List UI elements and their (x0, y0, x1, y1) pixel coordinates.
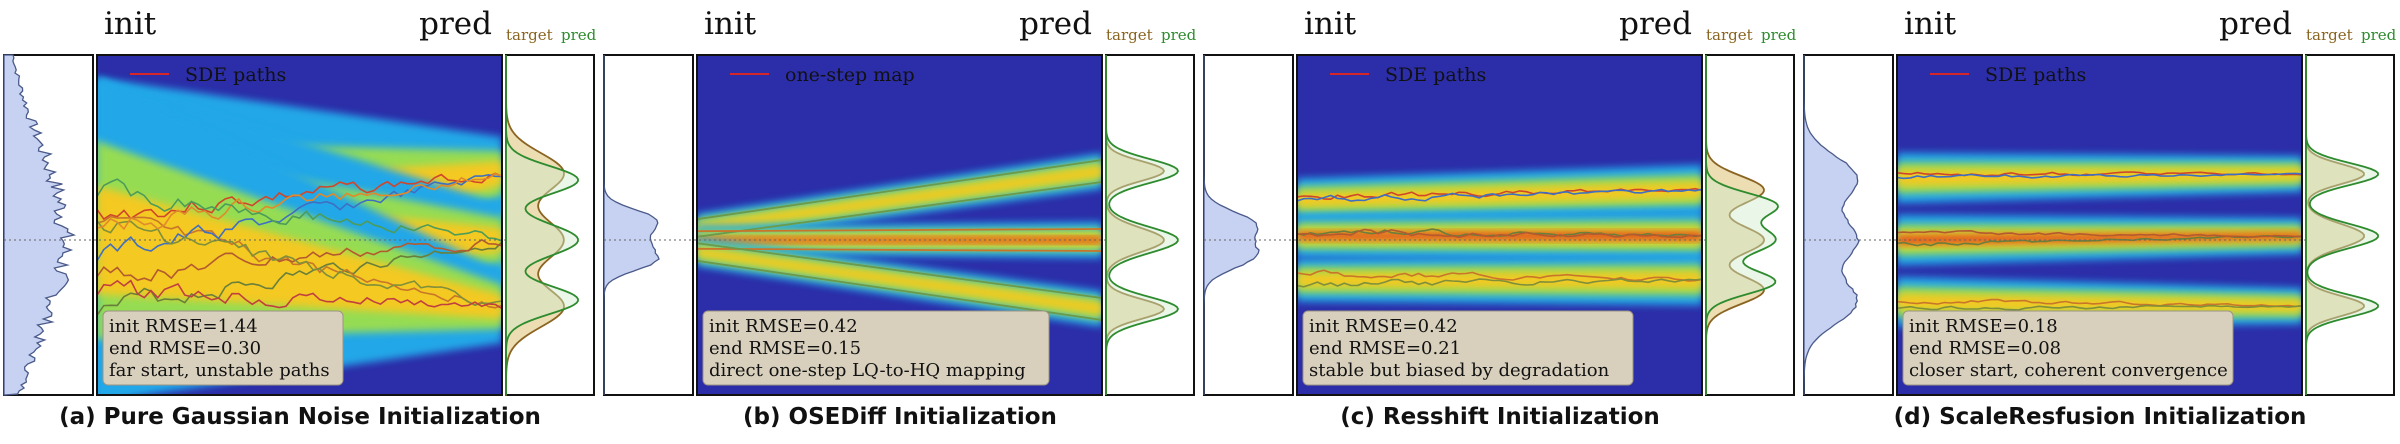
heatmap-frame (96, 54, 503, 396)
stats-line: init RMSE=0.42 (1309, 316, 1458, 337)
sde-path (1897, 229, 2302, 238)
init-label: init (1304, 6, 1357, 42)
stats-box (102, 310, 344, 386)
pred-legend-label: pred (2361, 26, 2397, 44)
sde-path (97, 173, 502, 262)
legend-label: SDE paths (1985, 64, 2086, 86)
pred-label: pred (1619, 6, 1692, 42)
pred-label: pred (2219, 6, 2292, 42)
sde-path (1297, 278, 1702, 288)
legend-label: one-step map (785, 64, 915, 86)
sde-path (1297, 269, 1702, 282)
stats-box (1902, 310, 2234, 386)
one-step-map-line (697, 159, 1102, 221)
pred-legend-label: pred (1161, 26, 1197, 44)
sde-path (1297, 188, 1702, 202)
panel-caption: (a) Pure Gaussian Noise Initialization (59, 404, 541, 430)
stats-line: end RMSE=0.08 (1909, 338, 2061, 359)
heatmap-frame (1296, 54, 1703, 396)
init-density-curve (603, 55, 660, 395)
sde-path (1297, 187, 1702, 201)
sde-path (97, 220, 502, 307)
pred-legend-label: pred (561, 26, 597, 44)
target-legend-label: target (2306, 26, 2353, 44)
sde-path (1297, 228, 1702, 239)
sde-path (1897, 234, 2302, 247)
panel-caption: (c) Resshift Initialization (1340, 404, 1660, 430)
sde-path (1897, 172, 2302, 180)
one-step-map-line (697, 259, 1102, 321)
heatmap-frame (1896, 54, 2303, 396)
init-density-curve (1203, 55, 1260, 395)
panel-caption: (d) ScaleResfusion Initialization (1893, 404, 2307, 430)
stats-line: end RMSE=0.30 (109, 338, 261, 359)
stats-line: init RMSE=1.44 (109, 316, 258, 337)
target-legend-label: target (506, 26, 553, 44)
pred-label: pred (419, 6, 492, 42)
stats-line: closer start, coherent convergence (1909, 360, 2228, 381)
init-density-curve (3, 54, 77, 396)
sde-path (97, 178, 502, 242)
pred-density-curve (505, 55, 579, 395)
stats-line: far start, unstable paths (109, 360, 330, 381)
stats-line: end RMSE=0.15 (709, 338, 861, 359)
init-density-curve (1803, 54, 1860, 396)
pred-label: pred (1019, 6, 1092, 42)
stats-line: init RMSE=0.42 (709, 316, 858, 337)
legend-label: SDE paths (185, 64, 286, 86)
stats-line: init RMSE=0.18 (1909, 316, 2058, 337)
one-step-map-line (697, 247, 1102, 252)
panel-caption: (b) OSEDiff Initialization (743, 404, 1057, 430)
panel-chart: init pred target pred one-step map init RMSE=… (603, 6, 1197, 396)
stats-line: end RMSE=0.21 (1309, 338, 1461, 359)
sde-path (1897, 304, 2302, 311)
stats-box (702, 310, 1050, 386)
one-step-map-line (697, 242, 1102, 299)
target-legend-label: target (1706, 26, 1753, 44)
stats-box (1302, 310, 1634, 386)
sde-path (97, 215, 502, 309)
init-label: init (704, 6, 757, 42)
sde-path (1897, 298, 2302, 308)
sde-path (97, 241, 502, 316)
sde-path (97, 279, 502, 310)
init-label: init (104, 6, 157, 42)
panel-osediff: init pred target pred one-step map init RMSE=… (600, 0, 1200, 444)
stats-line: stable but biased by degradation (1309, 360, 1610, 381)
pred-density-curve (1705, 55, 1779, 395)
one-step-map-line (697, 181, 1102, 238)
pred-legend-label: pred (1761, 26, 1797, 44)
pred-density-curve (2305, 55, 2379, 395)
heatmap-frame (696, 54, 1103, 396)
sde-path (97, 238, 502, 282)
stats-line: direct one-step LQ-to-HQ mapping (709, 360, 1026, 381)
pred-density-curve (1105, 55, 1180, 395)
one-step-map-line (697, 228, 1102, 233)
init-label: init (1904, 6, 1957, 42)
target-legend-label: target (1106, 26, 1153, 44)
legend-label: SDE paths (1385, 64, 1486, 86)
sde-path (97, 172, 502, 231)
